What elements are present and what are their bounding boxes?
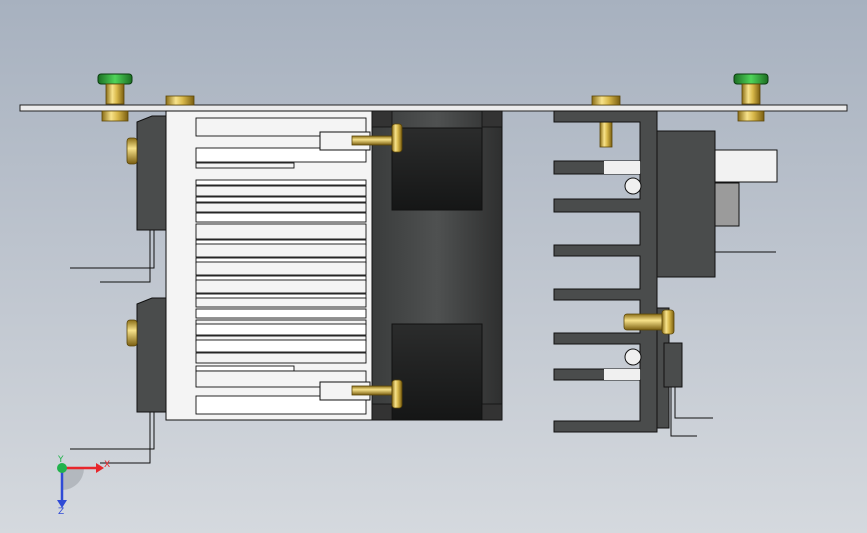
heatsink-fin-slot	[195, 202, 367, 213]
heatsink-fin-slot	[195, 223, 367, 240]
heatsink-fin-slot	[195, 243, 367, 258]
standoff-center-left	[165, 95, 195, 106]
heatsink-fin-slot	[195, 308, 367, 319]
heatsink-fin-slot	[195, 365, 295, 372]
heatsink-fin-slot	[195, 352, 367, 364]
heatsink-fin-slot	[195, 196, 367, 203]
x-axis-label: X	[104, 460, 110, 470]
right-component-small	[623, 307, 713, 437]
heatsink-fin-slot	[195, 297, 367, 308]
right-component-block	[656, 130, 778, 278]
heatsink-fin-slot	[195, 147, 367, 163]
heatsink-fin-slot	[195, 212, 367, 223]
fan-screw-top	[319, 123, 403, 153]
heatsink-fins	[195, 117, 367, 415]
right-heatsink-profile	[553, 110, 658, 433]
z-axis-arrowhead	[57, 500, 67, 508]
fan-screw-bottom	[319, 379, 403, 409]
heatsink-fin-slot	[195, 162, 295, 169]
heatsink-fin-slot	[195, 323, 367, 336]
mounting-plate	[19, 104, 848, 112]
y-axis-dot	[57, 463, 67, 473]
cooling-fan	[371, 110, 503, 421]
white-heatsink	[165, 110, 373, 421]
heatsink-fin-slot	[195, 261, 367, 276]
left-component-top	[70, 115, 167, 283]
x-axis-arrowhead	[96, 463, 104, 473]
triad-plane-shading	[62, 468, 84, 490]
left-component-bottom	[70, 297, 167, 464]
screw-right-top	[733, 73, 769, 122]
z-axis-label: Z	[58, 507, 64, 517]
screw-left-top	[97, 73, 133, 122]
heatsink-fin-slot	[195, 185, 367, 197]
heatsink-fin-slot	[195, 179, 367, 186]
heatsink-fin-slot	[195, 279, 367, 294]
y-axis-label: Y	[57, 455, 64, 465]
axis-triad[interactable]: X Y Z	[57, 455, 110, 517]
heatsink-fin-slot	[195, 339, 367, 353]
